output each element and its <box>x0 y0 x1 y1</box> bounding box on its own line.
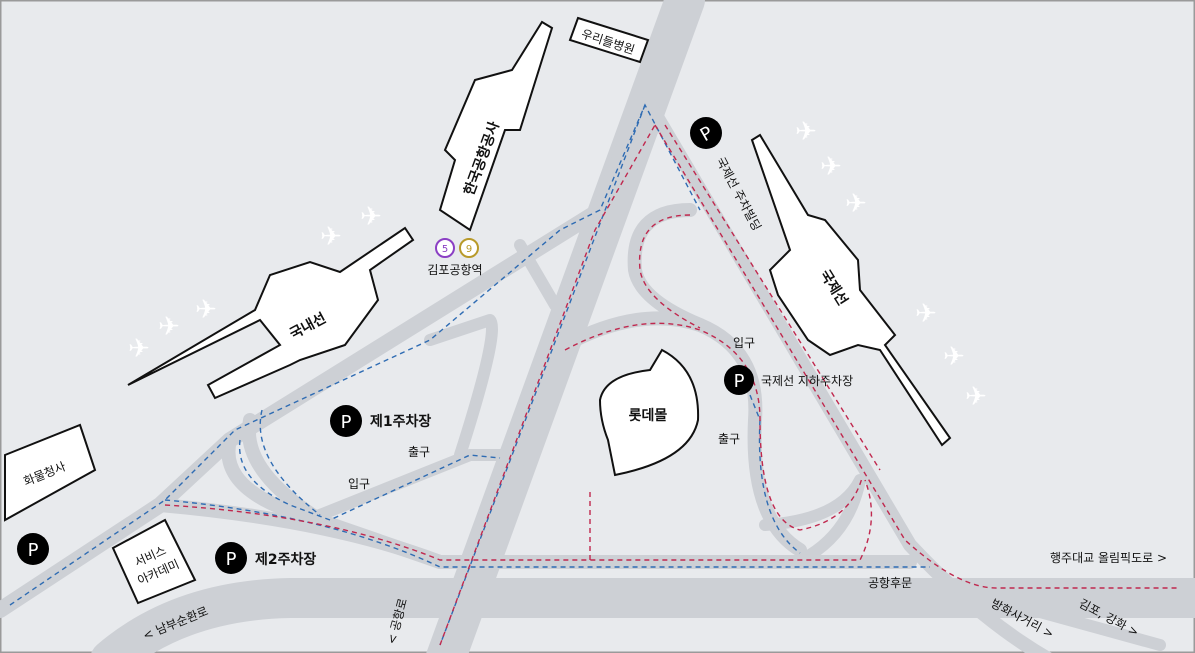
road-haengju-label: 행주대교 올림픽도로 > <box>1050 550 1167 565</box>
lotte-label: 롯데몰 <box>629 408 668 424</box>
airplane-icon: ✈ <box>820 152 842 182</box>
parking-icon <box>724 365 754 395</box>
parking-icon <box>17 533 49 565</box>
airplane-icon: ✈ <box>845 189 867 219</box>
route-red <box>439 124 656 646</box>
line-5-label: 5 <box>442 244 448 255</box>
parking-symbol: P <box>28 540 39 561</box>
parking-icon <box>215 542 247 574</box>
airplane-icon: ✈ <box>320 222 342 252</box>
domestic-terminal <box>127 226 415 400</box>
parking-lot-2-label: 제2주차장 <box>255 551 316 568</box>
academy-building <box>111 518 197 605</box>
parking-symbol: P <box>226 549 237 570</box>
kac-building <box>438 20 554 232</box>
gimpo-station[interactable]: 5 9 김포공항역 <box>427 238 483 277</box>
airplane-icon: ✈ <box>965 382 987 412</box>
parking-lot-2[interactable]: P 제2주차장 <box>215 542 316 574</box>
route-blue <box>238 439 501 521</box>
entrance-label: 입구 <box>348 477 370 491</box>
airport-back-gate-label: 공항후문 <box>868 576 912 590</box>
line-5-badge <box>435 238 455 258</box>
airplane-icon: ✈ <box>195 295 217 325</box>
airplane-icon: ✈ <box>943 342 965 372</box>
parking-lot-1-label: 제1주차장 <box>370 413 431 430</box>
line-9-label: 9 <box>466 244 472 255</box>
airplane-icon: ✈ <box>128 334 150 364</box>
exit-label: 출구 <box>408 445 430 459</box>
airplane-icon: ✈ <box>795 117 817 147</box>
cargo-building <box>4 423 97 522</box>
airplanes: ✈ ✈ ✈ ✈ ✈ ✈ ✈ ✈ ✈ ✈ ✈ <box>128 117 987 412</box>
line-9-badge <box>459 238 479 258</box>
route-red <box>638 214 701 329</box>
parking-symbol: P <box>341 412 352 433</box>
route-blue <box>9 103 701 606</box>
route-red <box>664 124 881 471</box>
route-red <box>164 479 873 561</box>
lotte-mall-building <box>598 348 700 477</box>
parking-symbol: P <box>734 371 745 392</box>
parking-icon <box>330 405 362 437</box>
parking-icon <box>690 117 722 149</box>
entrance-label: 입구 <box>733 336 755 350</box>
route-blue <box>439 104 646 646</box>
airplane-icon: ✈ <box>360 202 382 232</box>
parking-intl-underground[interactable]: P 국제선 지하주차장 <box>724 365 853 395</box>
parking-cargo[interactable]: P <box>17 533 49 565</box>
route-blue <box>164 499 930 568</box>
parking-intl-underground-label: 국제선 지하주차장 <box>761 374 853 388</box>
international-terminal <box>750 133 952 447</box>
routes <box>9 103 1180 646</box>
route-red <box>564 322 863 531</box>
route-blue <box>259 409 321 516</box>
exit-label: 출구 <box>718 432 740 446</box>
airplane-icon: ✈ <box>158 312 180 342</box>
buildings: 우리들병원 한국공항공사 국내선 국제선 롯데몰 화물청사 서비스 아카데미 <box>4 16 952 605</box>
airplane-icon: ✈ <box>915 299 937 329</box>
hospital-building <box>568 16 650 64</box>
parking-lot-1[interactable]: P 제1주차장 <box>330 405 431 437</box>
route-red <box>654 124 1180 589</box>
station-label: 김포공항역 <box>427 263 482 277</box>
